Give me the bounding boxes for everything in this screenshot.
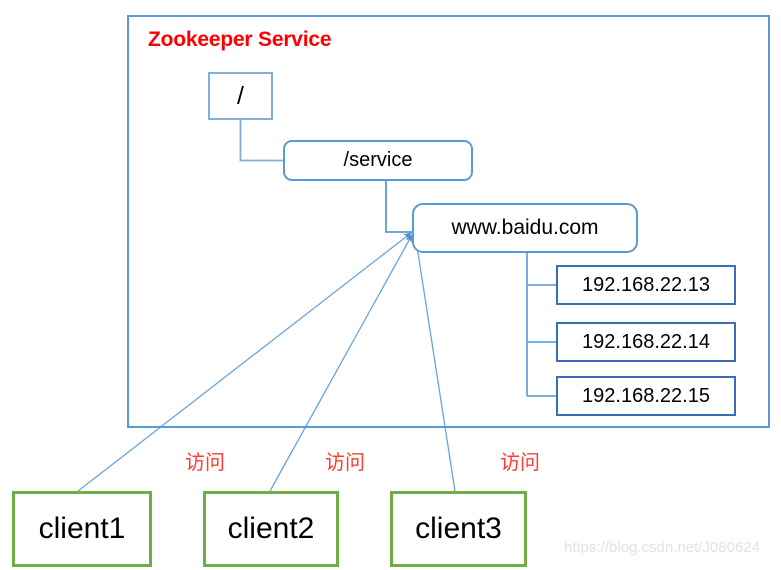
access-label-1: 访问 bbox=[185, 452, 225, 474]
client-box-1[interactable]: client1 bbox=[12, 491, 152, 567]
znode-domain[interactable]: www.baidu.com bbox=[412, 203, 638, 253]
client-box-3[interactable]: client3 bbox=[390, 491, 527, 567]
zookeeper-service-frame bbox=[127, 15, 770, 428]
access-label-3: 访问 bbox=[500, 452, 540, 474]
watermark: https://blog.csdn.net/J080624 bbox=[564, 539, 760, 556]
znode-ip-1[interactable]: 192.168.22.13 bbox=[556, 265, 736, 305]
znode-ip-2[interactable]: 192.168.22.14 bbox=[556, 322, 736, 362]
client-box-2[interactable]: client2 bbox=[203, 491, 339, 567]
znode-root[interactable]: / bbox=[208, 72, 273, 120]
znode-ip-3[interactable]: 192.168.22.15 bbox=[556, 376, 736, 416]
znode-service[interactable]: /service bbox=[283, 140, 473, 181]
zookeeper-service-title: Zookeeper Service bbox=[148, 28, 332, 51]
access-label-2: 访问 bbox=[325, 452, 365, 474]
